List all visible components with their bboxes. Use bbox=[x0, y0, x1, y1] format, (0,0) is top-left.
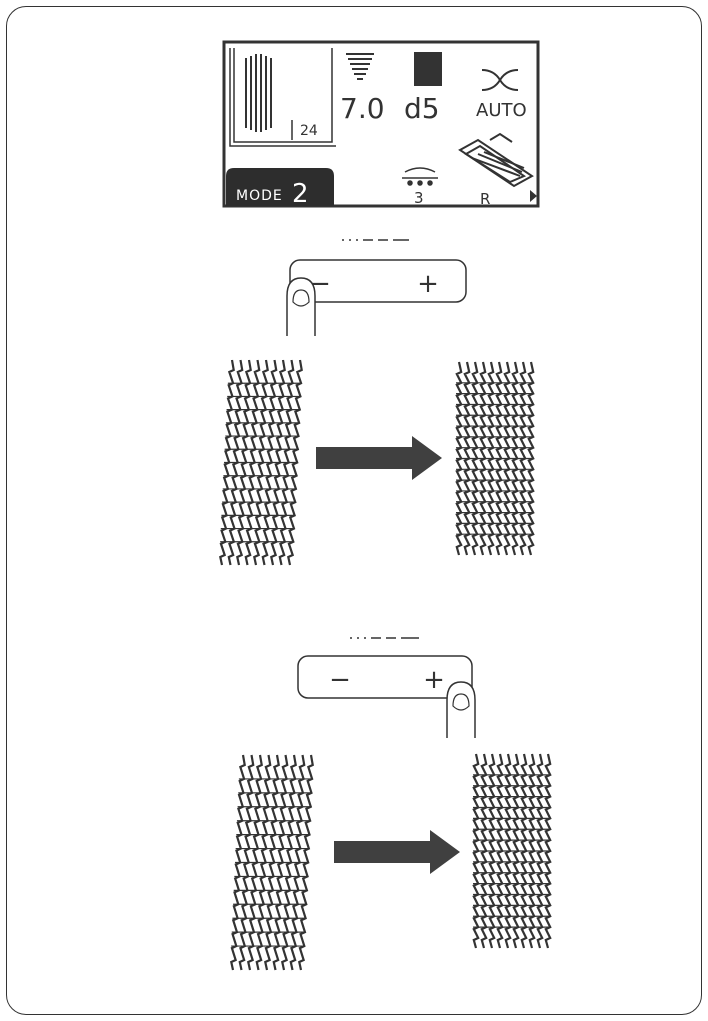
stitch-before bbox=[220, 360, 302, 565]
adjust-key-bar bbox=[298, 656, 472, 698]
foot-letter: R bbox=[480, 190, 490, 208]
panel-plus-press: − + bbox=[231, 638, 551, 970]
pattern-number: 24 bbox=[300, 123, 318, 139]
feed-value: 3 bbox=[414, 189, 424, 207]
arrow-icon bbox=[316, 436, 442, 480]
stitch-width-value: 7.0 bbox=[340, 92, 385, 125]
mode-value: 2 bbox=[292, 179, 309, 209]
stitch-after bbox=[473, 754, 551, 948]
stitch-length-icon bbox=[414, 52, 442, 86]
lcd-screen: 24 7.0 d5 AUTO MODE 2 3 bbox=[224, 42, 538, 209]
plus-button[interactable]: + bbox=[423, 665, 445, 695]
minus-button[interactable]: − bbox=[329, 665, 351, 695]
panel-minus-press: − + bbox=[220, 240, 534, 565]
finger-icon bbox=[287, 278, 315, 336]
arrow-icon bbox=[334, 830, 460, 874]
stitch-length-value: d5 bbox=[404, 92, 440, 125]
auto-label: AUTO bbox=[476, 100, 527, 121]
stitch-before bbox=[231, 755, 313, 970]
plus-button[interactable]: + bbox=[417, 269, 439, 299]
stitch-after bbox=[456, 362, 534, 555]
mode-label: MODE bbox=[236, 188, 283, 204]
